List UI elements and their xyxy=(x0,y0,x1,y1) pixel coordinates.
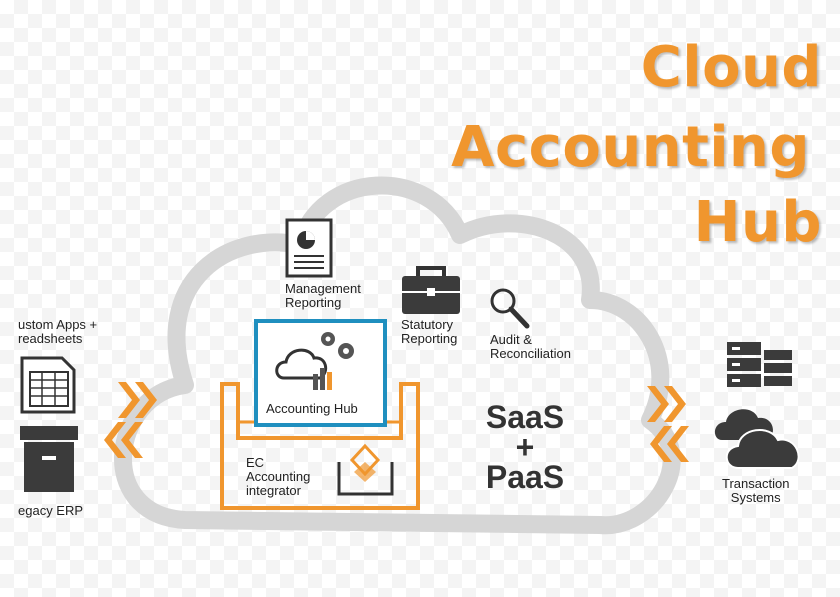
archive-box-icon xyxy=(20,426,78,492)
clouds-icon xyxy=(714,409,800,469)
server-rack-icon xyxy=(727,342,792,387)
saas-label: SaaS xyxy=(485,399,565,435)
magnifier-icon xyxy=(490,288,530,329)
audit-reconciliation-label: Audit & Reconciliation xyxy=(490,332,571,361)
stacked-diamond-icon xyxy=(337,443,394,496)
custom-apps-label: ustom Apps + readsheets xyxy=(18,317,98,346)
paas-label: PaaS xyxy=(485,459,565,495)
saas-paas-text: SaaS + PaaS xyxy=(470,399,580,495)
title-line-2: Accounting xyxy=(451,115,810,180)
briefcase-icon xyxy=(402,266,460,314)
transaction-systems-label: Transaction Systems xyxy=(722,476,790,505)
title-line-1: Cloud xyxy=(640,35,822,100)
report-icon xyxy=(285,218,333,278)
accounting-hub-label: Accounting Hub xyxy=(266,401,358,416)
ec-integrator-label: EC Accounting integrator xyxy=(246,455,311,498)
management-reporting-label: Management Reporting xyxy=(285,281,361,310)
chevron-left-icon xyxy=(104,422,143,458)
legacy-erp-label: egacy ERP xyxy=(18,503,84,518)
statutory-reporting-label: Statutory Reporting xyxy=(401,317,458,346)
chevron-left-icon xyxy=(650,426,689,462)
cloud-outline xyxy=(114,176,681,535)
plus-label: + xyxy=(515,429,535,465)
chevron-right-icon xyxy=(647,386,686,422)
chevron-right-icon xyxy=(118,382,157,418)
title-line-3: Hub xyxy=(693,190,822,255)
cloud-gears-icon xyxy=(275,332,354,390)
spreadsheet-icon xyxy=(20,356,76,414)
